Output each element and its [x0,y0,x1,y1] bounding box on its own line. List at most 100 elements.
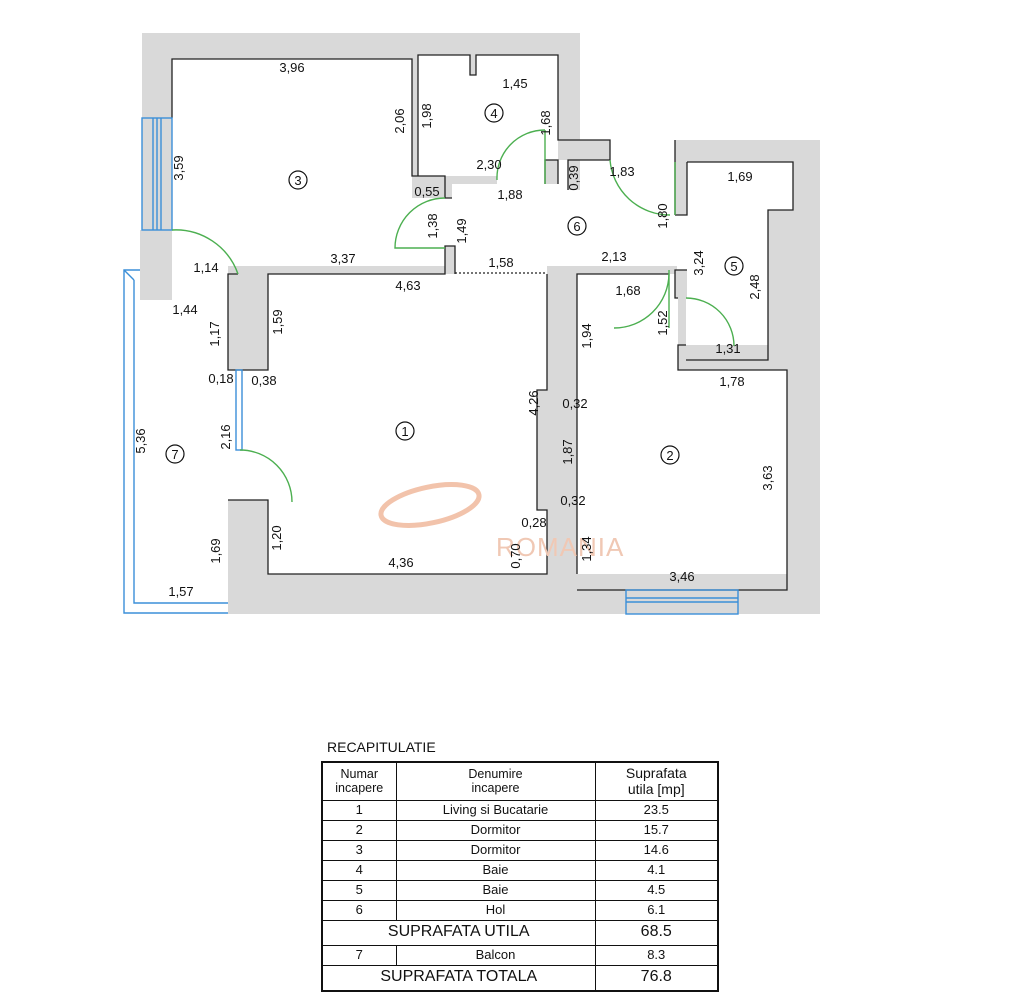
dimension-label: 1,34 [579,536,594,561]
dimension-labels: 3,96 1,45 2,06 1,98 1,68 3,59 2,30 0,55 1,88 0,39… [133,60,775,599]
dimension-label: 1,59 [270,309,285,334]
dimension-label: 3,46 [669,569,694,584]
dimension-label: 0,28 [521,515,546,530]
dimension-label: 4,63 [395,278,420,293]
room-number: 3 [294,173,301,188]
row-number: 6 [321,899,397,921]
useful-area-row: SUPRAFATA UTILA 68.5 [321,919,719,946]
windows [123,117,739,615]
row-area: 15.7 [594,819,719,841]
dimension-label: 1,78 [719,374,744,389]
room-number: 6 [573,219,580,234]
row-name: Dormitor [395,839,596,861]
room-markers: 1 2 3 4 5 6 7 [165,103,744,465]
dimension-label: 1,88 [497,187,522,202]
useful-area-value: 68.5 [594,919,719,946]
dimension-label: 3,37 [330,251,355,266]
dimension-label: 1,49 [454,218,469,243]
room-number: 4 [490,106,497,121]
dimension-label: 4,36 [388,555,413,570]
dimension-label: 1,31 [715,341,740,356]
door-swings [171,129,735,503]
row-number: 7 [321,944,397,966]
dimension-label: 1,69 [727,169,752,184]
dimension-label: 1,20 [269,525,284,550]
dimension-label: 1,80 [655,203,670,228]
row-area: 6.1 [594,899,719,921]
watermark: ROMANIA [378,482,624,562]
dimension-label: 1,44 [172,302,197,317]
dimension-label: 1,83 [609,164,634,179]
row-name: Balcon [395,944,596,966]
dimension-label: 2,13 [601,249,626,264]
floor-plan: ROMANIA 1 2 3 4 5 6 7 3,96 1,45 2,06 1,98 1,… [123,33,820,615]
dimension-label: 2,16 [218,424,233,449]
dimension-label: 1,69 [208,538,223,563]
room-number: 5 [730,259,737,274]
row-number: 3 [321,839,397,861]
dimension-label: 0,32 [560,493,585,508]
row-name: Baie [395,859,596,881]
dimension-label: 2,06 [392,108,407,133]
row-area: 4.1 [594,859,719,881]
room-number: 1 [401,424,408,439]
dimension-label: 2,30 [476,157,501,172]
recap-title: RECAPITULATIE [327,739,436,755]
dimension-label: 0,32 [562,396,587,411]
row-name: Hol [395,899,596,921]
dimension-label: 4,26 [526,390,541,415]
dimension-label: 3,63 [760,465,775,490]
dimension-label: 3,24 [691,250,706,275]
dimension-label: 0,18 [208,371,233,386]
row-number: 1 [321,799,397,821]
dimension-label: 1,17 [207,321,222,346]
useful-area-label: SUPRAFATA UTILA [321,919,596,946]
dimension-label: 1,98 [419,103,434,128]
dimension-label: 0,38 [251,373,276,388]
dimension-label: 0,39 [566,165,581,190]
total-area-value: 76.8 [594,964,719,991]
row-area: 14.6 [594,839,719,861]
room-number: 2 [666,448,673,463]
row-name: Dormitor [395,819,596,841]
dimension-label: 1,52 [655,310,670,335]
total-area-label: SUPRAFATA TOTALA [321,964,596,991]
dimension-label: 1,58 [488,255,513,270]
total-area-row: SUPRAFATA TOTALA 76.8 [321,964,719,991]
row-name: Living si Bucatarie [395,799,596,821]
watermark-text: ROMANIA [496,532,624,562]
row-number: 5 [321,879,397,901]
dimension-label: 1,57 [168,584,193,599]
room-number: 7 [171,447,178,462]
dimension-label: 0,55 [414,184,439,199]
dimension-label: 1,87 [560,439,575,464]
walls [140,33,820,614]
dimension-label: 5,36 [133,428,148,453]
dimension-label: 3,96 [279,60,304,75]
row-area: 8.3 [594,944,719,966]
row-number: 2 [321,819,397,841]
dimension-label: 1,68 [538,110,553,135]
dimension-label: 3,59 [171,155,186,180]
row-area: 23.5 [594,799,719,821]
dimension-label: 1,45 [502,76,527,91]
row-name: Baie [395,879,596,901]
row-area: 4.5 [594,879,719,901]
row-number: 4 [321,859,397,881]
dimension-label: 1,14 [193,260,218,275]
dimension-label: 0,70 [508,543,523,568]
dimension-label: 1,94 [579,323,594,348]
dimension-label: 2,48 [747,274,762,299]
